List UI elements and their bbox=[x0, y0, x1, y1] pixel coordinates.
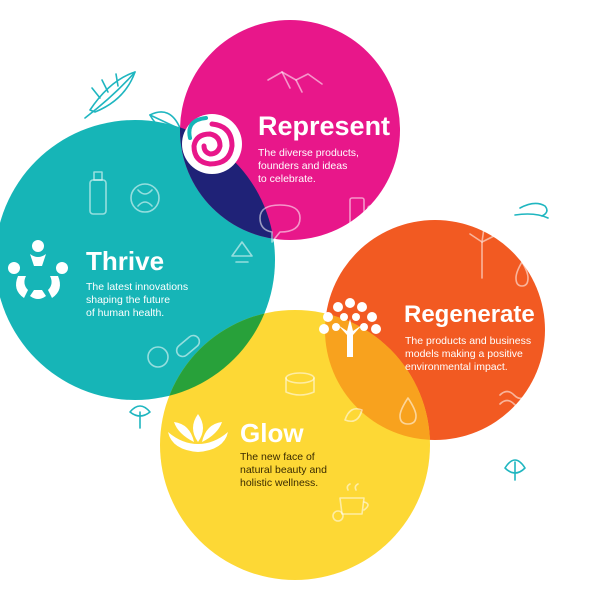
brain-icon bbox=[130, 183, 160, 213]
regenerate-desc-line: The products and business bbox=[405, 335, 531, 347]
leaf-branch-icon bbox=[84, 71, 136, 119]
water-drop-2-icon bbox=[399, 397, 417, 425]
glow-title: Glow bbox=[240, 418, 304, 448]
glow-desc-line: The new face of bbox=[240, 451, 315, 463]
thrive-desc: The latest innovations shaping the futur… bbox=[86, 281, 191, 319]
thrive-desc-line: of human health. bbox=[86, 307, 164, 319]
pills-icon bbox=[147, 334, 201, 368]
speech-bubble-icon bbox=[259, 204, 301, 243]
circles-group bbox=[0, 20, 545, 580]
products-icon bbox=[349, 197, 381, 229]
plant-icon bbox=[129, 405, 151, 429]
overlap-yellow-orange bbox=[325, 310, 430, 440]
thrive-desc-line: The latest innovations bbox=[86, 281, 188, 293]
water-drop-icon bbox=[515, 261, 529, 287]
represent-desc: The diverse products, founders and ideas… bbox=[258, 147, 362, 185]
regenerate-desc-line: models making a positive bbox=[405, 348, 523, 360]
inner-line-icons bbox=[89, 71, 529, 522]
represent-desc-line: to celebrate. bbox=[258, 173, 316, 185]
represent-desc-line: The diverse products, bbox=[258, 147, 359, 159]
cream-jar-icon bbox=[285, 372, 315, 396]
regenerate-desc-line: environmental impact. bbox=[405, 361, 508, 373]
glow-desc: The new face of natural beauty and holis… bbox=[240, 451, 330, 489]
lotus-icon bbox=[168, 414, 228, 452]
female-symbol-icon bbox=[397, 152, 413, 181]
regenerate-desc: The products and business models making … bbox=[405, 335, 534, 373]
tree-icon bbox=[319, 298, 381, 357]
flower-icon bbox=[332, 510, 344, 522]
leaves-icon bbox=[344, 407, 363, 423]
bottle-icon bbox=[89, 171, 107, 215]
thrive-title: Thrive bbox=[86, 246, 164, 276]
people-circle-icon bbox=[8, 240, 68, 299]
glow-desc-line: natural beauty and bbox=[240, 464, 327, 476]
represent-title: Represent bbox=[258, 111, 390, 141]
recycle-icon bbox=[231, 241, 253, 263]
glow-desc-line: holistic wellness. bbox=[240, 477, 318, 489]
tea-cup-icon bbox=[339, 483, 369, 515]
thrive-desc-line: shaping the future bbox=[86, 294, 170, 306]
small-leaf-icon bbox=[504, 459, 526, 481]
wind-icon bbox=[514, 202, 549, 219]
overlap-pink-teal bbox=[180, 120, 275, 240]
wind-turbine-icon bbox=[469, 227, 495, 279]
handshake-icon bbox=[267, 71, 323, 93]
swirl-icon bbox=[182, 114, 242, 174]
represent-desc-line: founders and ideas bbox=[258, 160, 347, 172]
waves-icon bbox=[499, 390, 529, 409]
regenerate-title: Regenerate bbox=[404, 301, 535, 328]
